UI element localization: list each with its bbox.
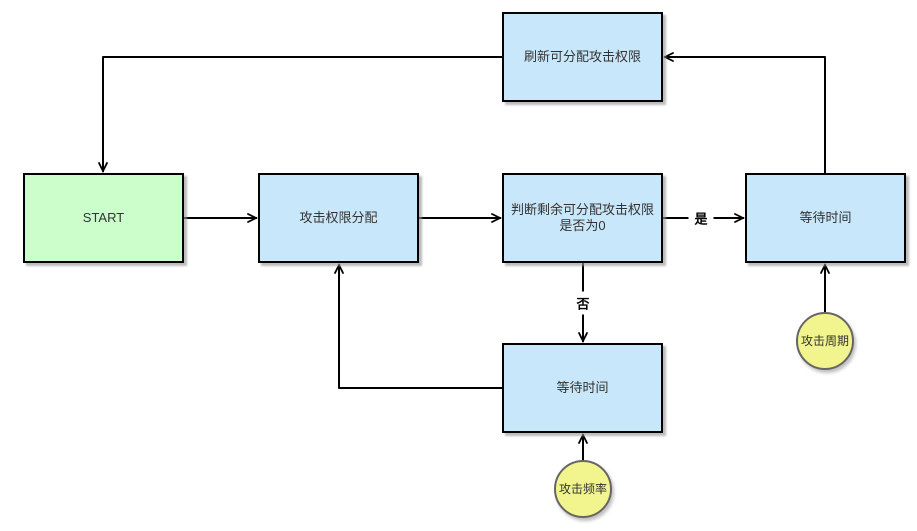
edge-refresh-to-start (103, 56, 503, 171)
edge-wait-right-to-refresh (665, 57, 826, 174)
edge-wait-bottom-to-allocation (339, 265, 503, 389)
